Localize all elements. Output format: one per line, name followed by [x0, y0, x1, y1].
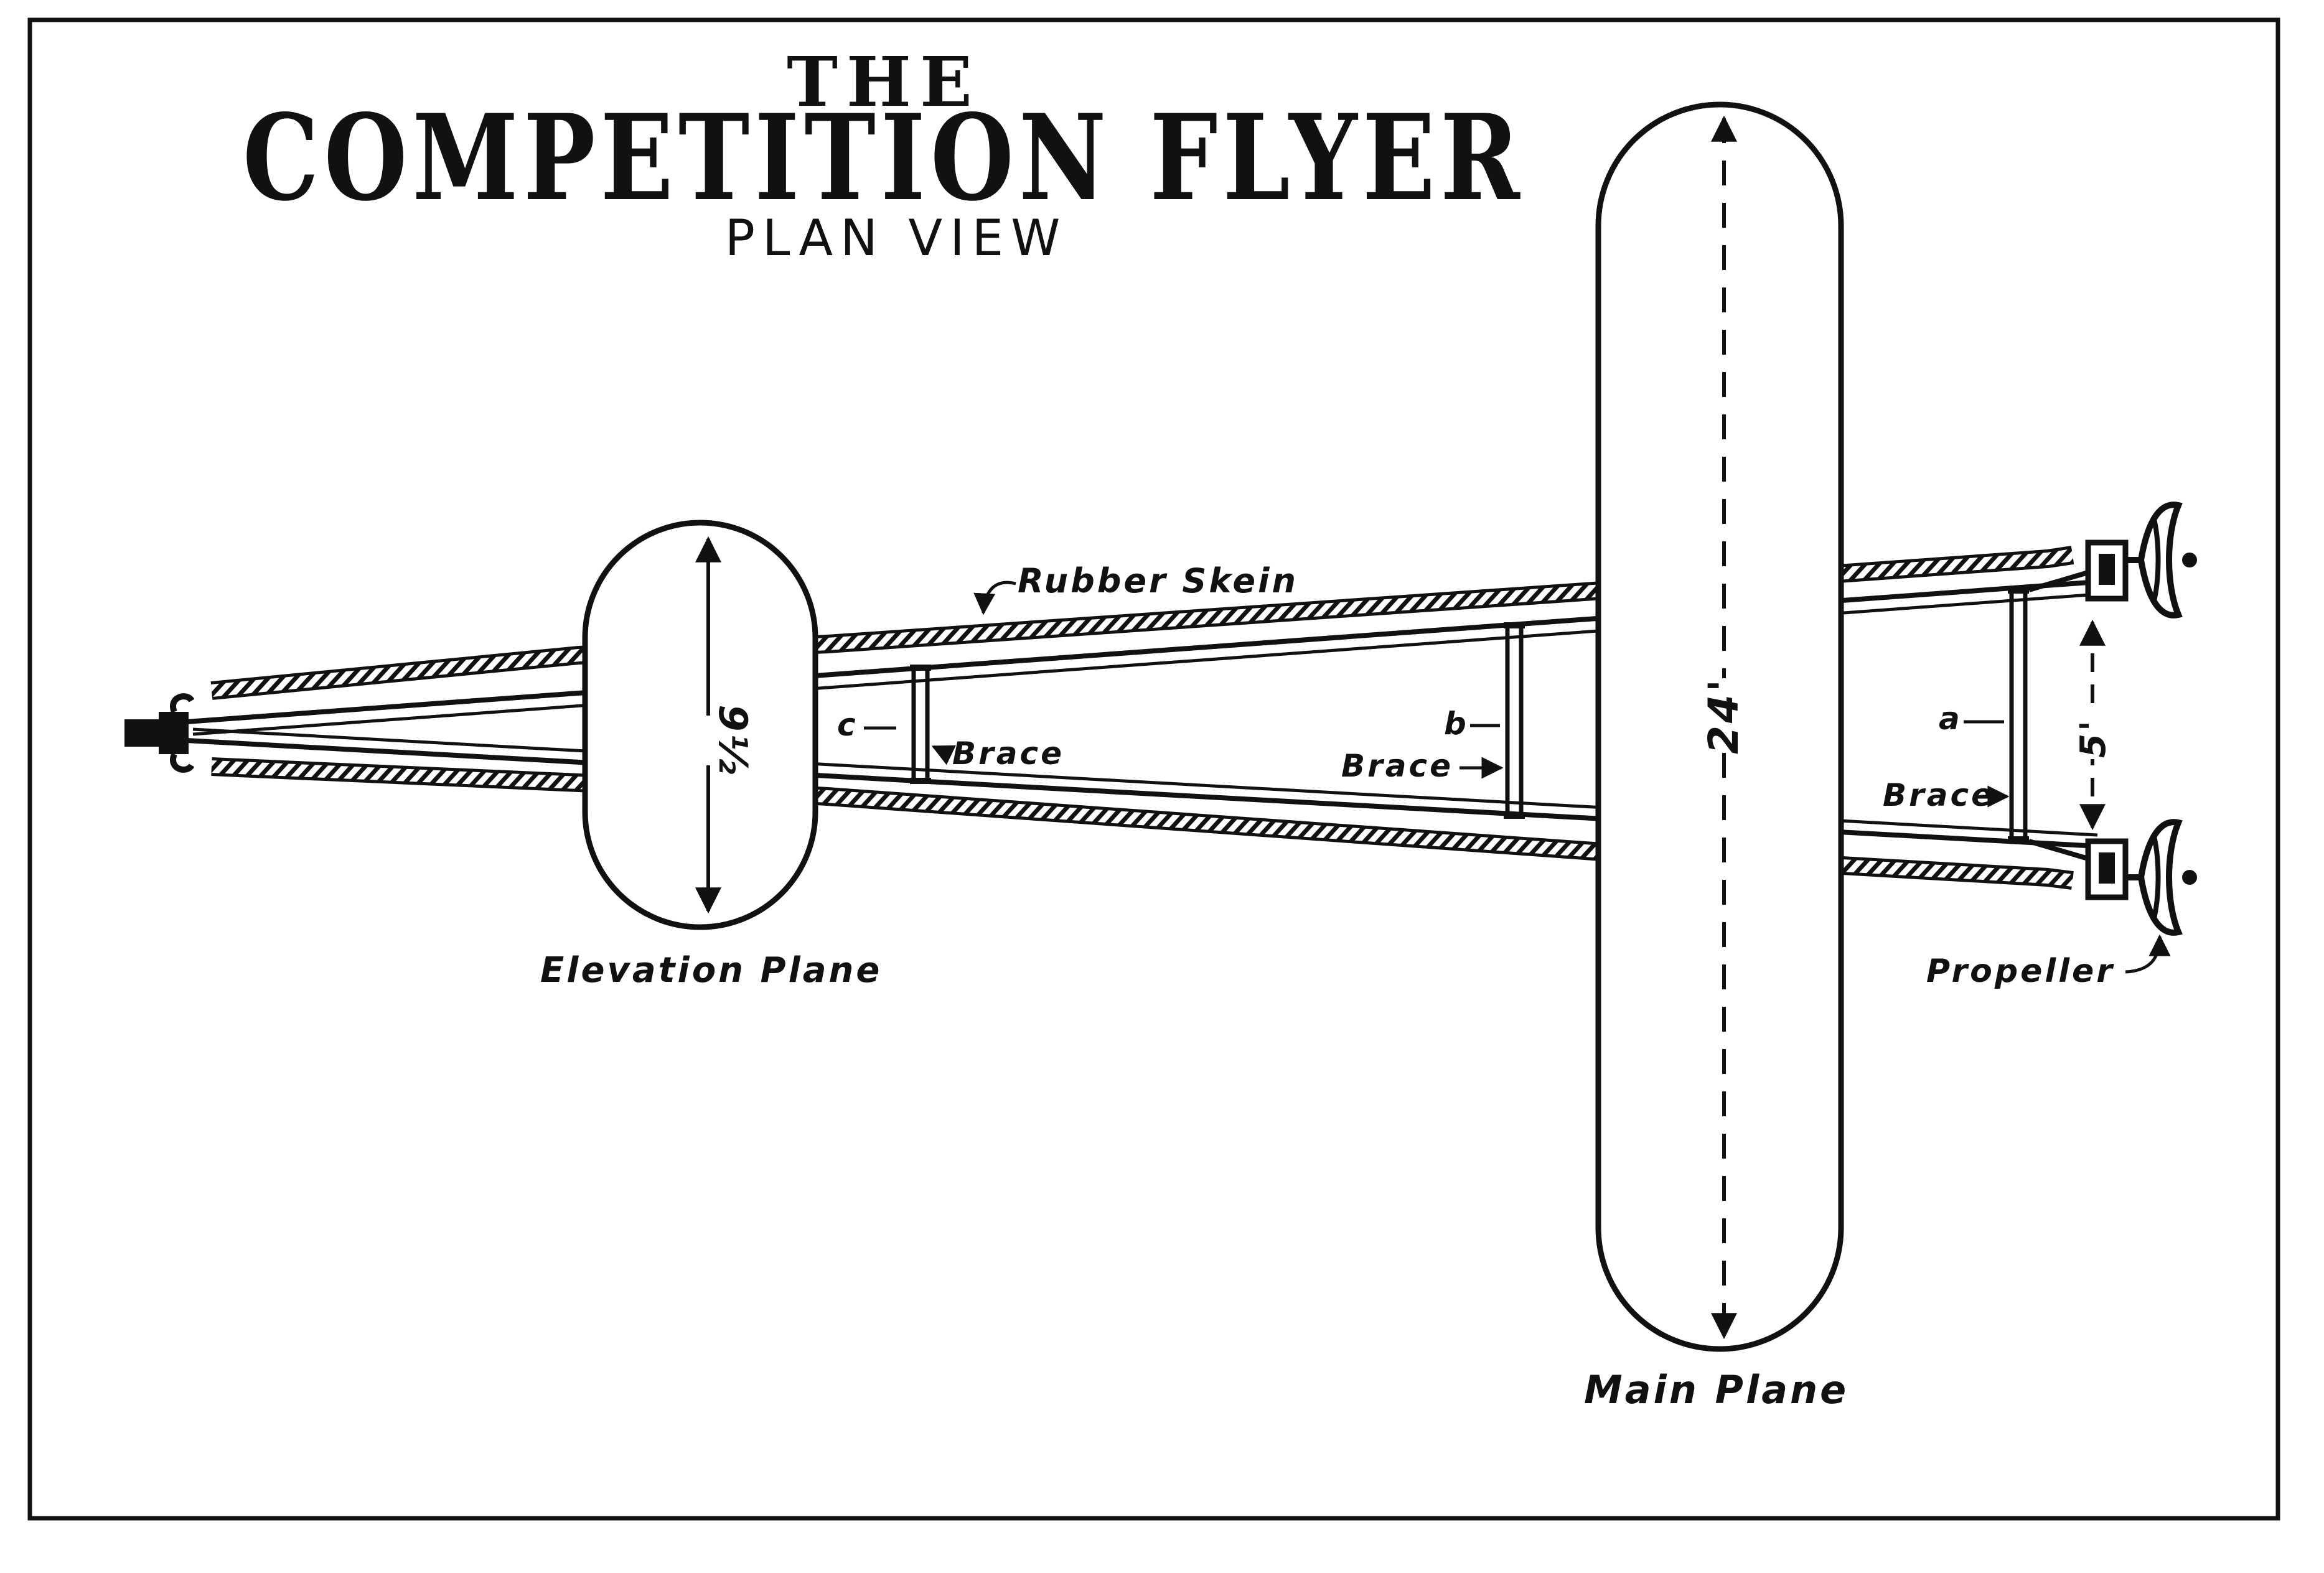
brace-c-letter: c: [837, 707, 858, 743]
rubber-skein-pointer: [973, 581, 1016, 615]
nose-hook: [124, 693, 195, 773]
rubber-skein-label: Rubber Skein: [1018, 561, 1298, 600]
title-subtitle: PLAN VIEW: [725, 209, 1068, 267]
propeller-bearing-upper: [2028, 539, 2129, 602]
brace-b: [1504, 622, 1525, 819]
propeller-spacing-label: 5': [2073, 718, 2114, 758]
brace-a: [2008, 587, 2029, 843]
propeller-lower: [2127, 819, 2197, 936]
drawing-border: [27, 17, 2280, 1521]
brace-c-label: Brace: [952, 735, 1064, 772]
brace-a-label: Brace: [1883, 777, 1995, 813]
brace-b-label: Brace: [1341, 748, 1453, 784]
title-the: THE: [787, 42, 981, 122]
main-plane-span-label: 24': [1700, 677, 1748, 754]
brace-c: [910, 665, 931, 784]
rubber-skein-lower: [211, 757, 2074, 890]
propeller-upper: [2127, 502, 2197, 618]
main-plane-label: Main Plane: [1584, 1367, 1848, 1412]
page-title: COMPETITION FLYER: [243, 88, 1525, 227]
brace-c-pointer: [931, 745, 956, 765]
elevation-plane-label: Elevation Plane: [540, 950, 882, 991]
propeller-label: Propeller: [1926, 953, 2115, 990]
brace-a-letter: a: [1939, 701, 1962, 737]
rubber-skein-upper: [210, 546, 2074, 700]
brace-b-letter: b: [1444, 706, 1469, 742]
elevation-plane-span-label: 9½: [710, 704, 756, 776]
propeller-bearing-lower: [2028, 838, 2129, 900]
propeller-pointer: [2125, 934, 2171, 974]
